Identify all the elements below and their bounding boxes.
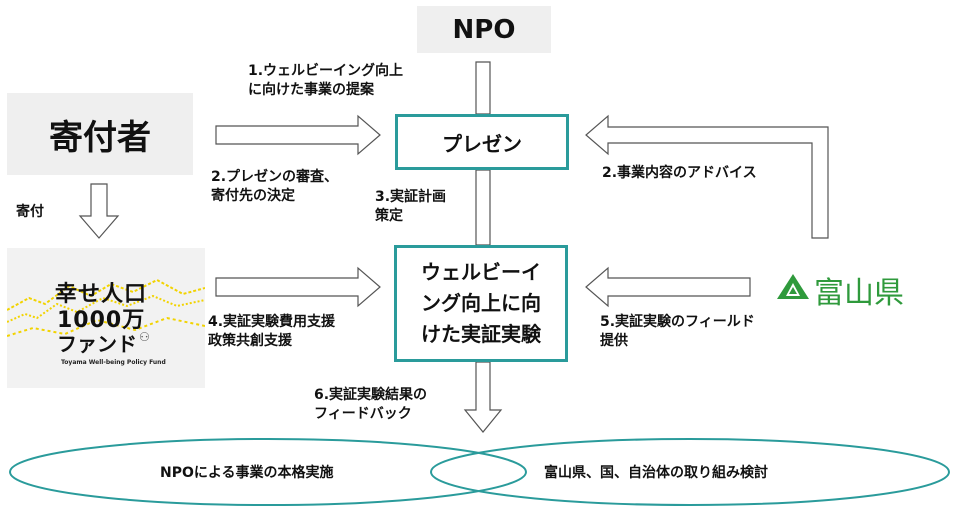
- edge6-label: 6.実証実験結果の フィードバック: [314, 386, 427, 424]
- edge1-line2: に向けた事業の提案: [248, 82, 374, 98]
- bicycle-icon: ⚇: [139, 330, 150, 344]
- toyama-logo: 富山県: [776, 266, 916, 311]
- edge6-line1: 6.実証実験結果の: [314, 387, 428, 403]
- edge1-label: 1.ウェルビーイング向上 に向けた事業の提案: [248, 62, 403, 100]
- donation-arrow: [78, 183, 120, 239]
- toyama-mark-icon: [777, 274, 809, 299]
- experiment-node: ウェルビーイ ング向上に向 けた実証実験: [394, 245, 568, 362]
- mountain-graphic: [7, 278, 205, 337]
- edge5-line1: 5.実証実験のフィールド: [600, 314, 755, 330]
- experiment-label-line3: けた実証実験: [421, 322, 541, 346]
- outcome-right-label: 富山県、国、自治体の取り組み検討: [544, 465, 768, 481]
- edge5-line2: 提供: [600, 333, 628, 349]
- donor-label: 寄付者: [49, 117, 151, 158]
- edge5-label: 5.実証実験のフィールド 提供: [600, 313, 755, 351]
- donation-label: 寄付: [16, 204, 44, 220]
- outcome-left-ellipse: [9, 438, 527, 506]
- npo-label: NPO: [452, 14, 516, 45]
- toyama-label: 富山県: [814, 276, 904, 311]
- experiment-label-line2: ング向上に向: [421, 291, 541, 315]
- edge4-line1: 4.実証実験費用支援: [208, 314, 336, 330]
- edge4-line2: 政策共創支援: [208, 333, 292, 349]
- presentation-label: プレゼン: [442, 131, 522, 156]
- edge2b-line1: 2.事業内容のアドバイス: [602, 165, 757, 181]
- toyama-to-experiment-arrow: [585, 266, 751, 308]
- edge3-line1: 3.実証計画: [375, 189, 447, 205]
- fund-title-line2: 1000万: [57, 308, 146, 333]
- npo-to-presentation-arrow: [475, 61, 491, 115]
- fund-logo: 幸せ人口 1000万 ファンド ⚇ Toyama Well-being Poli…: [7, 248, 205, 388]
- outcome-right-ellipse: [430, 438, 950, 506]
- fund-to-experiment-arrow: [215, 266, 381, 308]
- experiment-label-line1: ウェルビーイ: [421, 260, 541, 284]
- edge1-line1: 1.ウェルビーイング向上: [248, 63, 404, 79]
- edge2-line2: 寄付先の決定: [211, 188, 295, 204]
- edge6-line2: フィードバック: [314, 406, 412, 422]
- toyama-to-presentation-arrow: [585, 114, 829, 239]
- outcome-left-label: NPOによる事業の本格実施: [160, 465, 334, 481]
- experiment-to-outcome-arrow: [463, 361, 503, 433]
- edge2-label: 2.プレゼンの審査、 寄付先の決定: [211, 168, 338, 206]
- presentation-node: プレゼン: [395, 114, 569, 170]
- npo-node: NPO: [417, 6, 551, 53]
- fund-title-line1: 幸せ人口: [55, 282, 148, 307]
- donor-to-presentation-arrow: [215, 114, 381, 156]
- edge2-line1: 2.プレゼンの審査、: [211, 169, 339, 185]
- presentation-to-experiment-arrow: [475, 169, 491, 246]
- edge3-label: 3.実証計画 策定: [375, 188, 446, 226]
- fund-subtitle: Toyama Well-being Policy Fund: [61, 359, 166, 366]
- edge4-label: 4.実証実験費用支援 政策共創支援: [208, 313, 335, 351]
- edge2b-label: 2.事業内容のアドバイス: [602, 164, 757, 183]
- fund-title-line3: ファンド: [57, 332, 137, 356]
- donor-node: 寄付者: [7, 93, 193, 175]
- edge3-line2: 策定: [375, 208, 403, 224]
